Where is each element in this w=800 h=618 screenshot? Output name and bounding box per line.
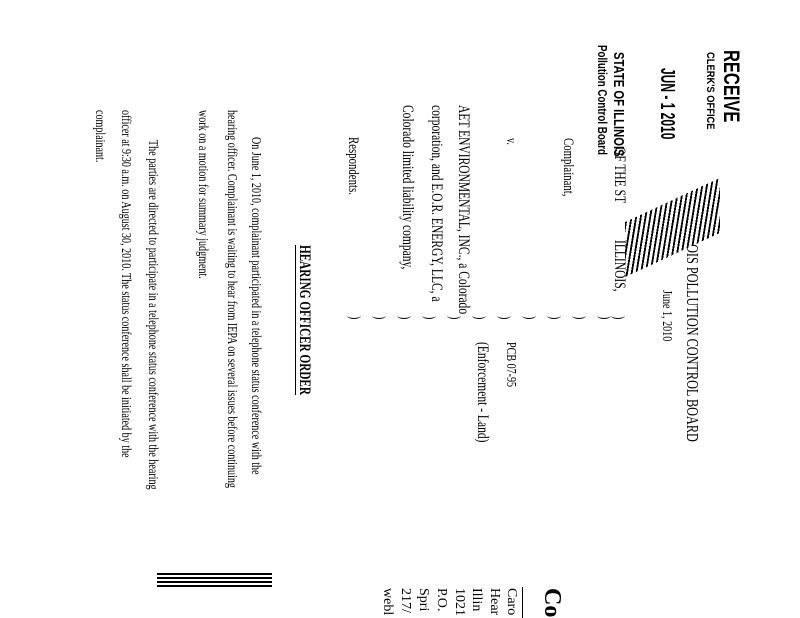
- letterhead-logo: Co: [539, 588, 565, 618]
- defendant-line: Colorado limited liability company,: [399, 105, 416, 270]
- received-stamp: RECEIVE: [719, 50, 744, 123]
- defendant-line: corporation, and E.O.R. ENERGY, LLC, a: [428, 105, 445, 302]
- letterhead-line: Illin: [469, 588, 484, 612]
- complainant-label: Complainant,: [560, 138, 576, 197]
- letterhead-line: Spri: [416, 588, 431, 612]
- order-date: June 1, 2010: [659, 290, 674, 342]
- letterhead-line: P.O.: [434, 588, 449, 612]
- letterhead-line: 1021: [452, 588, 467, 616]
- paragraph-line: work on a motion for summary judgment.: [195, 110, 210, 279]
- plaintiff-name-part2: ILLINOIS,: [611, 240, 628, 292]
- order-title: HEARING OFFICER ORDER: [296, 245, 313, 395]
- court-title: IOIS POLLUTION CONTROL BOARD: [683, 240, 702, 442]
- case-number: PCB 07-95: [503, 342, 518, 388]
- versus-label: v.: [503, 138, 518, 145]
- paragraph-line: complainant.: [92, 110, 107, 163]
- plaintiff-name-part1: OF THE ST: [611, 147, 628, 204]
- paragraph-line: officer at 9:30 a.m. on August 30, 2010.…: [118, 110, 133, 458]
- respondents-label: Respondents.: [345, 137, 361, 195]
- clerks-office-stamp: CLERK'S OFFICE: [704, 52, 716, 130]
- redaction-mark: [625, 177, 720, 278]
- stamp-state: STATE OF ILLINOIS: [610, 52, 627, 157]
- case-type: (Enforcement - Land): [474, 342, 491, 443]
- letterhead-line: Caro: [504, 588, 519, 616]
- stamp-date: JUN - 1 2010: [656, 68, 678, 140]
- signature-redaction: [157, 571, 272, 587]
- paragraph-line: The parties are directed to participate …: [145, 140, 160, 490]
- letterhead-line: 217/: [398, 588, 413, 613]
- letterhead-line: Hear: [487, 588, 502, 616]
- paragraph-line: On June 1, 2010, complainant participate…: [248, 137, 263, 475]
- stamp-board: Pollution Control Board: [595, 45, 610, 155]
- paragraph-line: hearing officer. Complainant is waiting …: [224, 110, 239, 488]
- letterhead-divider: [522, 587, 523, 618]
- letterhead-line: webl: [380, 588, 395, 616]
- defendant-line: AET ENVIRONMENTAL, INC., a Colorado: [455, 105, 472, 315]
